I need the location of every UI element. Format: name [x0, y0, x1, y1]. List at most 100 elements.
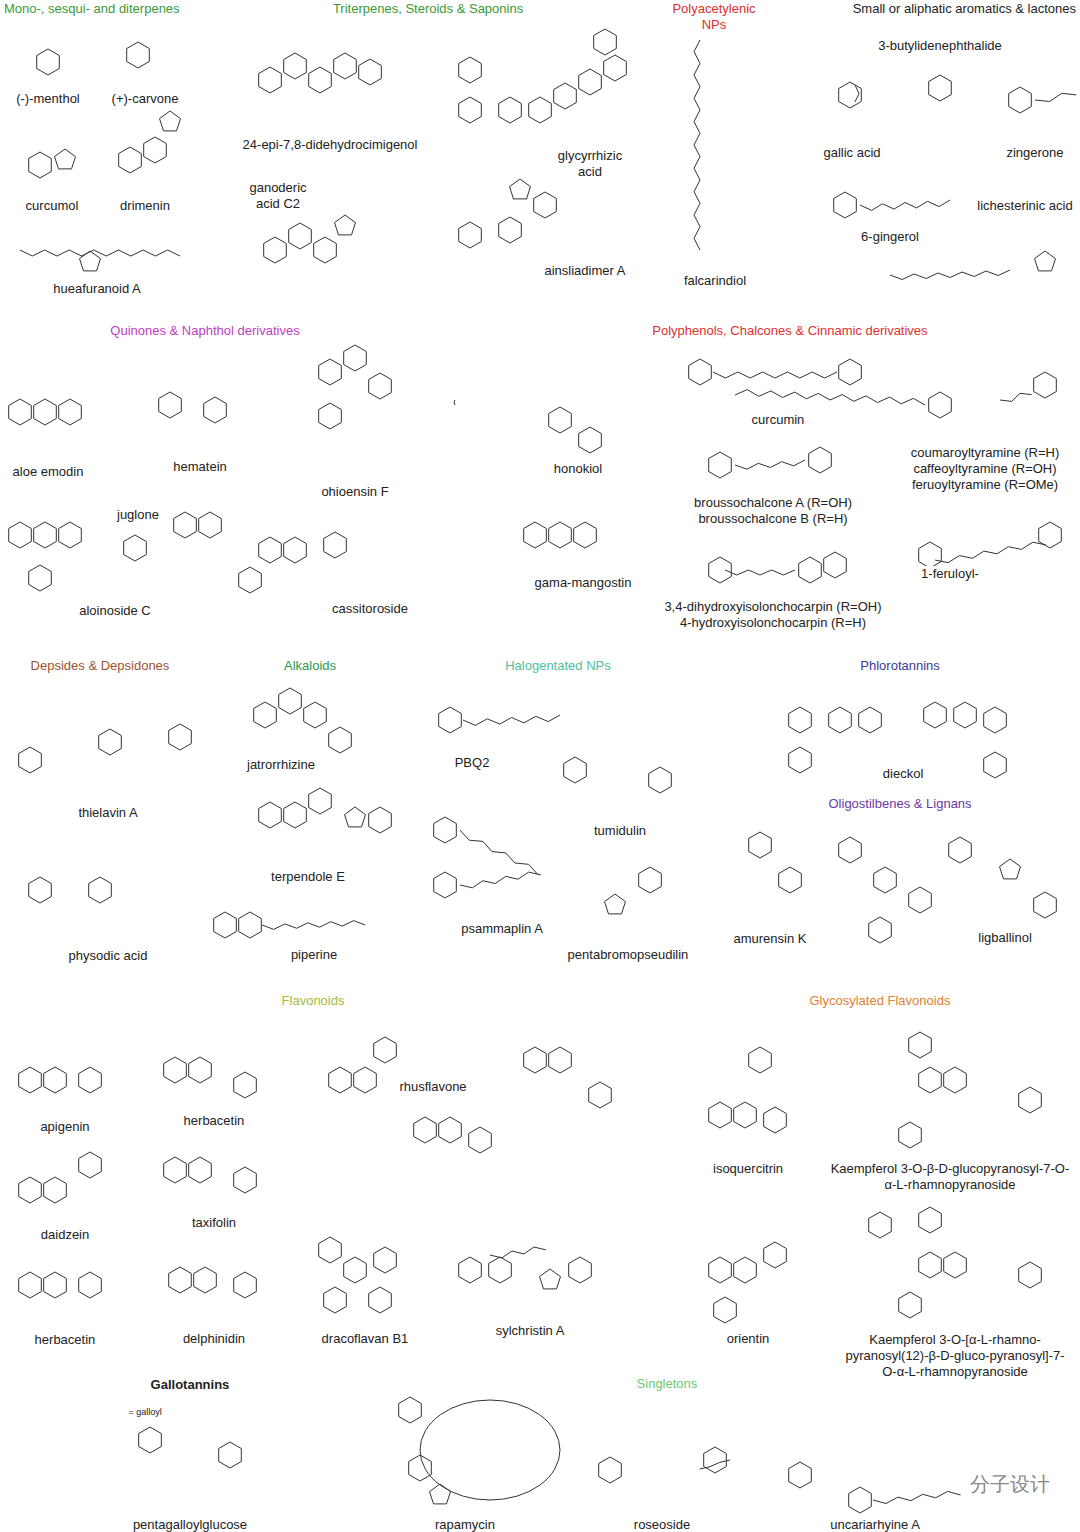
ring-bond [869, 1212, 892, 1238]
section-heading: Quinones & Naphthol derivatives [110, 323, 299, 339]
ring-bond [824, 552, 847, 578]
ring-bond [564, 757, 587, 783]
ring-bond [29, 877, 52, 903]
ring-bond [459, 57, 482, 83]
ring-bond [899, 1292, 922, 1318]
section-heading: Phlorotannins [860, 658, 940, 674]
ring-bond [37, 49, 60, 75]
ring-bond [189, 1157, 212, 1183]
ring-bond [605, 894, 626, 914]
section-heading: Glycosylated Flavonoids [810, 993, 951, 1009]
ring-bond [639, 867, 662, 893]
ring-bond [919, 1067, 942, 1093]
ring-bond [1019, 1087, 1042, 1113]
ring-bond [579, 69, 602, 95]
chain-bond [463, 715, 560, 725]
ring-bond [314, 237, 337, 263]
chain-bond [1035, 93, 1076, 101]
ring-bond [834, 192, 857, 218]
compound-name: jatrorrhizine [247, 757, 315, 773]
ring-bond [174, 512, 197, 538]
ring-bond [160, 111, 181, 131]
compound-name: 6-gingerol [861, 229, 919, 245]
section-heading: Halogentated NPs [505, 658, 611, 674]
ring-bond [89, 877, 112, 903]
ring-bond [279, 688, 302, 714]
ring-bond [489, 1257, 512, 1283]
compound-name: psammaplin A [461, 921, 543, 937]
compound-name: rhusflavone [399, 1079, 466, 1095]
ring-bond [1019, 1262, 1042, 1288]
ring-bond [859, 707, 882, 733]
compound-name: glycyrrhizic acid [545, 148, 635, 180]
ring-bond [124, 535, 147, 561]
ring-bond [219, 1442, 242, 1468]
chain-bond [713, 372, 837, 378]
chain-bond [262, 921, 365, 930]
ring-bond [434, 817, 457, 843]
ring-bond [284, 802, 307, 828]
compound-name: gallic acid [824, 145, 881, 161]
ring-bond [929, 392, 952, 418]
ring-bond [324, 532, 347, 558]
legend-note: = galloyl [128, 1404, 161, 1420]
section-heading: Triterpenes, Steroids & Saponins [333, 1, 523, 17]
ring-bond [254, 702, 277, 728]
ring-bond [214, 912, 237, 938]
compound-name: hematein [173, 459, 226, 475]
ring-bond [324, 1287, 347, 1313]
ring-bond [44, 1067, 67, 1093]
section-heading: Small or aliphatic aromatics & lactones [853, 1, 1076, 17]
ring-bond [569, 1257, 592, 1283]
ring-bond [594, 29, 617, 55]
ring-bond [399, 1397, 422, 1423]
ring-bond [734, 1102, 757, 1128]
ring-bond [459, 1257, 482, 1283]
ring-bond [549, 1047, 572, 1073]
ring-bond [19, 747, 42, 773]
ring-bond [899, 1122, 922, 1148]
chain-bond [490, 1247, 546, 1258]
compound-name: curcumol [26, 198, 79, 214]
ring-bond [164, 1057, 187, 1083]
ring-bond [194, 1267, 217, 1293]
compound-name: zingerone [1006, 145, 1063, 161]
ring-bond [59, 522, 82, 548]
ring-bond [159, 392, 182, 418]
ring-bond [19, 1177, 42, 1203]
compound-name: amurensin K [734, 931, 807, 947]
ring-bond [929, 75, 952, 101]
ring-bond [334, 53, 357, 79]
chain-bond [460, 830, 538, 875]
chain-bond [20, 250, 180, 256]
chain-bond [725, 570, 795, 575]
ring-bond [34, 399, 57, 425]
ring-bond [809, 447, 832, 473]
ring-bond [319, 1237, 342, 1263]
compound-name: rapamycin [435, 1517, 495, 1532]
ring-bond [540, 1269, 561, 1289]
ring-bond [9, 522, 32, 548]
section-heading: Gallotannins [151, 1377, 230, 1393]
compound-name: curcumin [752, 412, 805, 428]
compound-name: sylchristin A [496, 1323, 565, 1339]
compound-name: Kaempferol 3-O-β-D-glucopyranosyl-7-O-α-… [825, 1161, 1075, 1193]
ring-bond [839, 82, 862, 108]
ring-bond [284, 53, 307, 79]
compound-name: pentagalloylglucose [133, 1517, 247, 1532]
ring-bond [309, 788, 332, 814]
ring-bond [284, 537, 307, 563]
ring-bond [79, 1152, 102, 1178]
ring-bond [984, 707, 1007, 733]
ring-bond [909, 887, 932, 913]
compound-name: ainsliadimer A [545, 263, 626, 279]
ring-bond [99, 729, 122, 755]
ring-bond [9, 399, 32, 425]
ring-bond [55, 149, 76, 169]
ring-bond [579, 427, 602, 453]
compound-name: dieckol [883, 766, 923, 782]
ring-bond [839, 837, 862, 863]
ring-bond [799, 557, 822, 583]
compound-name: 4-hydroxyisolonchocarpin (R=H) [680, 615, 866, 631]
compound-name: juglone [117, 507, 159, 523]
